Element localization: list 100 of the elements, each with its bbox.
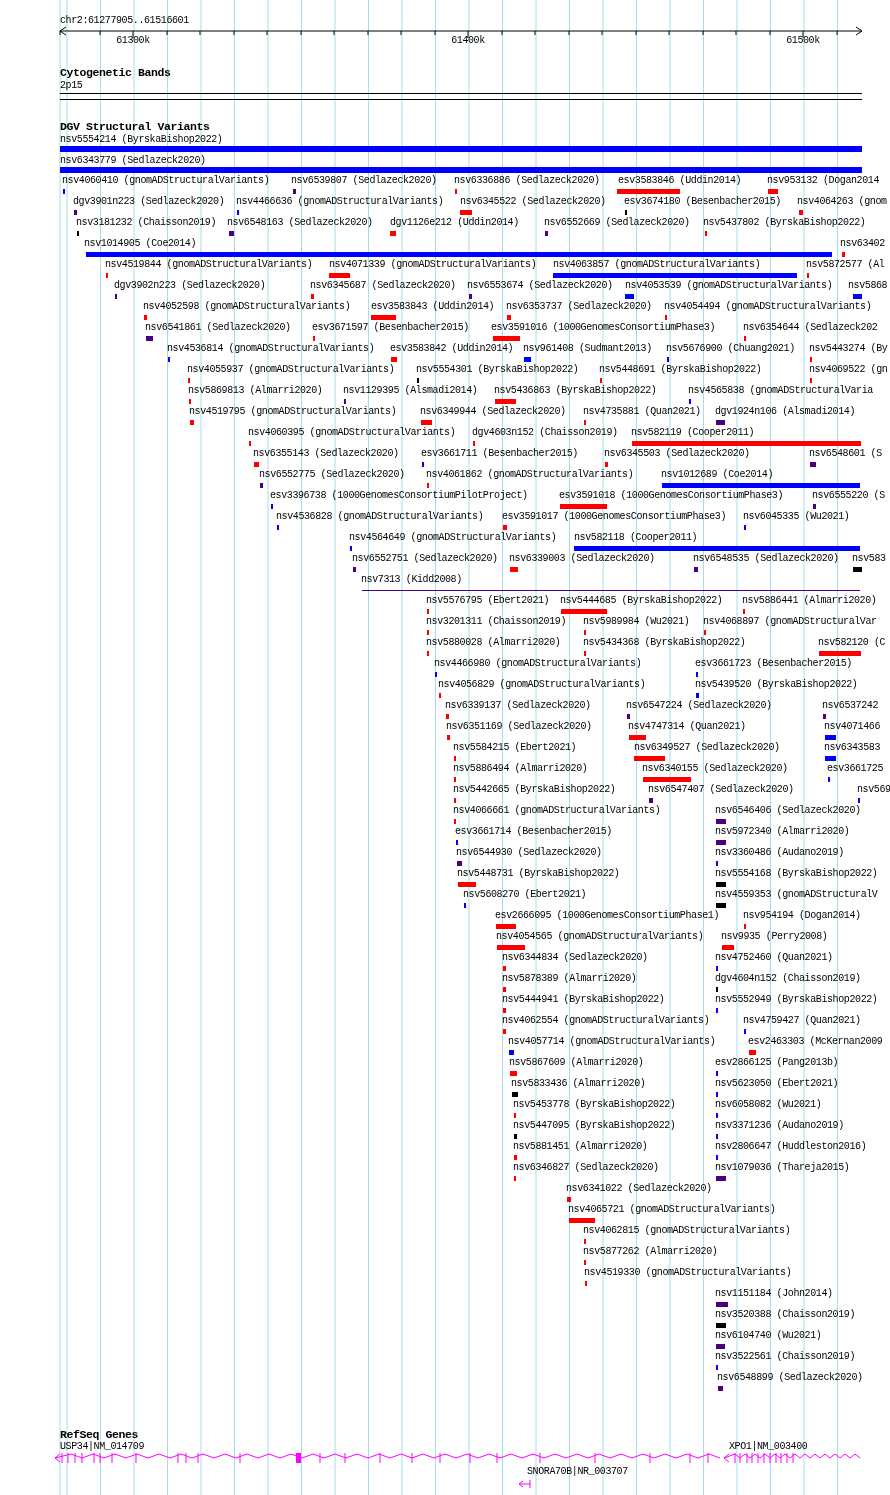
variant-label: nsv2806647 (Huddleston2016): [715, 1141, 867, 1153]
variant-label: nsv63402: [840, 238, 885, 250]
variant-label: nsv4062815 (gnomADStructuralVariants): [583, 1225, 791, 1237]
variant-label: dgv3901n223 (Sedlazeck2020): [73, 196, 225, 208]
variant-label: nsv5554214 (ByrskaBishop2022): [60, 134, 223, 146]
variant-label: nsv6339137 (Sedlazeck2020): [445, 700, 591, 712]
variant-label: nsv5552949 (ByrskaBishop2022): [715, 994, 878, 1006]
variant-label: nsv6341022 (Sedlazeck2020): [566, 1183, 712, 1195]
variant-label: esv3671597 (Besenbacher2015): [312, 322, 469, 334]
ruler-label: chr2:61277905..61516601: [60, 15, 189, 27]
variant-label: nsv5584215 (Ebert2021): [453, 742, 577, 754]
variant-label: nsv5867609 (Almarri2020): [509, 1057, 644, 1069]
variant-label: nsv3522561 (Chaisson2019): [715, 1351, 856, 1363]
variant-label: nsv3201311 (Chaisson2019): [426, 616, 567, 628]
track-label: SNORA70B|NR_003707: [527, 1466, 628, 1478]
variant-label: nsv953132 (Dogan2014: [767, 175, 880, 187]
variant-label: nsv6344834 (Sedlazeck2020): [502, 952, 648, 964]
variant-label: nsv6354644 (Sedlazeck202: [743, 322, 878, 334]
variant-label: nsv582118 (Cooper2011): [574, 532, 698, 544]
variant-label: nsv3520388 (Chaisson2019): [715, 1309, 856, 1321]
variant-label: nsv3371236 (Audano2019): [715, 1120, 844, 1132]
variant-label: dgv1924n106 (Alsmadi2014): [715, 406, 856, 418]
variant-label: nsv6547224 (Sedlazeck2020): [626, 700, 772, 712]
variant-label: esv3591016 (1000GenomesConsortiumPhase3): [491, 322, 716, 334]
variant-label: nsv6058082 (Wu2021): [715, 1099, 822, 1111]
variant-label: nsv6336886 (Sedlazeck2020): [454, 175, 600, 187]
variant-label: nsv6541861 (Sedlazeck2020): [145, 322, 291, 334]
variant-label: nsv4519844 (gnomADStructuralVariants): [105, 259, 313, 271]
variant-label: esv3591018 (1000GenomesConsortiumPhase3): [559, 490, 784, 502]
variant-label: nsv5434368 (ByrskaBishop2022): [583, 637, 746, 649]
variant-label: nsv4054494 (gnomADStructuralVariants): [664, 301, 872, 313]
variant-label: nsv4060410 (gnomADStructuralVariants): [62, 175, 270, 187]
variant-label: nsv5881451 (Almarri2020): [513, 1141, 648, 1153]
variant-label: nsv6553674 (Sedlazeck2020): [467, 280, 613, 292]
track-label: XPO1|NM_003400: [729, 1441, 808, 1453]
variant-label: nsv5886441 (Almarri2020): [742, 595, 877, 607]
variant-label: nsv5877262 (Almarri2020): [583, 1246, 718, 1258]
variant-label: nsv4057714 (gnomADStructuralVariants): [508, 1036, 716, 1048]
variant-label: nsv4759427 (Quan2021): [743, 1015, 861, 1027]
variant-label: nsv3181232 (Chaisson2019): [76, 217, 217, 229]
variant-label: nsv4062554 (gnomADStructuralVariants): [502, 1015, 710, 1027]
variant-label: nsv954194 (Dogan2014): [743, 910, 861, 922]
variant-label: nsv5972340 (Almarri2020): [715, 826, 850, 838]
variant-label: nsv5676900 (Chuang2021): [666, 343, 795, 355]
variant-label: nsv7313 (Kidd2008): [361, 574, 462, 586]
variant-label: nsv4068897 (gnomADStructuralVar: [703, 616, 877, 628]
variant-label: nsv5447095 (ByrskaBishop2022): [513, 1120, 676, 1132]
variant-label: nsv5872577 (Al: [806, 259, 885, 271]
variant-label: nsv4061862 (gnomADStructuralVariants): [426, 469, 634, 481]
variant-label: nsv4071339 (gnomADStructuralVariants): [329, 259, 537, 271]
variant-label: nsv582119 (Cooper2011): [631, 427, 755, 439]
variant-label: esv3583842 (Uddin2014): [390, 343, 514, 355]
variant-label: esv2463303 (McKernan2009: [748, 1036, 883, 1048]
variant-label: nsv4066661 (gnomADStructuralVariants): [453, 805, 661, 817]
variant-label: nsv6349527 (Sedlazeck2020): [634, 742, 780, 754]
variant-label: nsv5554301 (ByrskaBishop2022): [416, 364, 579, 376]
variant-label: nsv5443274 (By: [809, 343, 888, 355]
variant-label: nsv4069522 (gn: [809, 364, 888, 376]
variant-label: nsv569: [857, 784, 890, 796]
variant-label: nsv6353737 (Sedlazeck2020): [506, 301, 652, 313]
variant-label: nsv6340155 (Sedlazeck2020): [642, 763, 788, 775]
variant-label: nsv6555220 (S: [812, 490, 885, 502]
variant-label: nsv4747314 (Quan2021): [628, 721, 746, 733]
variant-label: nsv5878389 (Almarri2020): [502, 973, 637, 985]
variant-label: nsv3360486 (Audano2019): [715, 847, 844, 859]
variant-label: esv3583846 (Uddin2014): [618, 175, 742, 187]
variant-label: dgv3902n223 (Sedlazeck2020): [114, 280, 266, 292]
variant-label: nsv4519795 (gnomADStructuralVariants): [189, 406, 397, 418]
variant-label: nsv6548163 (Sedlazeck2020): [227, 217, 373, 229]
variant-label: esv3661725: [827, 763, 883, 775]
variant-label: nsv4055937 (gnomADStructuralVariants): [187, 364, 395, 376]
variant-label: nsv5439520 (ByrskaBishop2022): [695, 679, 858, 691]
variant-label: nsv6552751 (Sedlazeck2020): [352, 553, 498, 565]
variant-label: nsv6045335 (Wu2021): [743, 511, 850, 523]
variant-label: nsv4519330 (gnomADStructuralVariants): [584, 1267, 792, 1279]
variant-label: dgv4604n152 (Chaisson2019): [715, 973, 861, 985]
track-label: USP34|NM_014709: [60, 1441, 144, 1453]
variant-label: nsv5442665 (ByrskaBishop2022): [453, 784, 616, 796]
variant-label: nsv6351169 (Sedlazeck2020): [446, 721, 592, 733]
variant-label: nsv5623050 (Ebert2021): [715, 1078, 839, 1090]
variant-label: nsv6552669 (Sedlazeck2020): [544, 217, 690, 229]
variant-label: nsv5576795 (Ebert2021): [426, 595, 550, 607]
variant-label: nsv6355143 (Sedlazeck2020): [253, 448, 399, 460]
variant-label: nsv5554168 (ByrskaBishop2022): [715, 868, 878, 880]
variant-label: nsv4752460 (Quan2021): [715, 952, 833, 964]
variant-label: nsv6343779 (Sedlazeck2020): [60, 155, 206, 167]
variant-label: nsv1079036 (Thareja2015): [715, 1162, 850, 1174]
variant-label: nsv4053539 (gnomADStructuralVariants): [625, 280, 833, 292]
variant-label: nsv6345522 (Sedlazeck2020): [460, 196, 606, 208]
variant-label: esv3591017 (1000GenomesConsortiumPhase3): [502, 511, 727, 523]
variant-label: esv3661714 (Besenbacher2015): [455, 826, 612, 838]
variant-label: esv3661711 (Besenbacher2015): [421, 448, 578, 460]
variant-label: nsv4466636 (gnomADStructuralVariants): [236, 196, 444, 208]
variant-label: nsv4071466: [824, 721, 880, 733]
variant-label: nsv4735881 (Quan2021): [583, 406, 701, 418]
variant-label: dgv4603n152 (Chaisson2019): [472, 427, 618, 439]
variant-label: nsv5880028 (Almarri2020): [426, 637, 561, 649]
variant-label: nsv5989984 (Wu2021): [583, 616, 690, 628]
variant-label: nsv6548535 (Sedlazeck2020): [693, 553, 839, 565]
variant-label: nsv582120 (C: [818, 637, 886, 649]
